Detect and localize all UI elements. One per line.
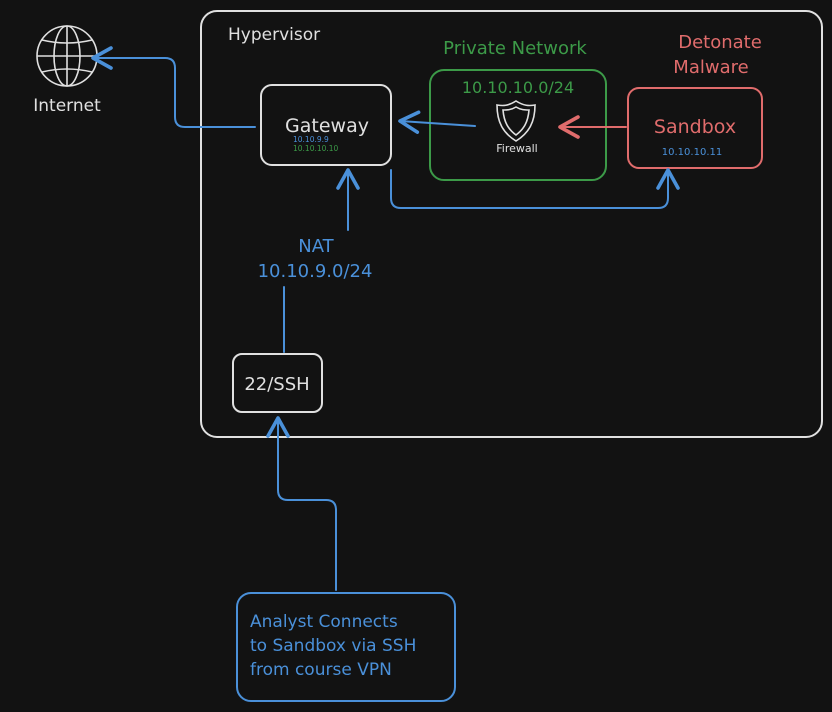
sandbox-ip: 10.10.10.11 [662, 147, 722, 158]
globe-icon [36, 25, 98, 87]
nat-label: NAT [298, 236, 334, 257]
analyst-box [236, 592, 456, 702]
sandbox-box [627, 87, 763, 169]
private-network-title: Private Network [443, 38, 587, 59]
ssh-node[interactable]: 22/SSH [232, 353, 323, 413]
gateway-label: Gateway [285, 115, 369, 137]
firewall-label: Firewall [496, 142, 537, 155]
gateway-private-ip: 10.10.10.10 [293, 144, 339, 153]
gateway-node[interactable]: Gateway 10.10.9.9 10.10.10.10 [260, 84, 392, 166]
hypervisor-label: Hypervisor [228, 25, 320, 45]
gateway-nat-ip: 10.10.9.9 [293, 135, 329, 144]
analyst-text-line2: to Sandbox via SSH [250, 636, 416, 656]
analyst-text-line3: from course VPN [250, 660, 392, 680]
hypervisor-box [200, 10, 823, 438]
gateway-to-internet-arrow [91, 46, 256, 128]
private-network-subnet: 10.10.10.0/24 [462, 78, 574, 97]
gateway-to-sandbox-arrow [390, 168, 680, 209]
analyst-to-ssh-arrow [266, 416, 337, 591]
private-network-node[interactable]: 10.10.10.0/24 Firewall [429, 69, 607, 181]
ssh-label: 22/SSH [244, 374, 309, 395]
analyst-text-line1: Analyst Connects [250, 612, 398, 632]
nat-subnet: 10.10.9.0/24 [258, 261, 373, 282]
sandbox-title-line2: Malware [673, 57, 748, 78]
analyst-node[interactable]: Analyst Connects to Sandbox via SSH from… [236, 592, 456, 702]
private-network-box [429, 69, 607, 181]
internet-label: Internet [33, 96, 101, 116]
sandbox-title-line1: Detonate [678, 32, 762, 53]
sandbox-label: Sandbox [654, 116, 736, 138]
shield-icon [496, 100, 536, 142]
ssh-box [232, 353, 323, 413]
gateway-box [260, 84, 392, 166]
firewall-to-gateway-arrow [398, 110, 476, 134]
sandbox-node[interactable]: Sandbox 10.10.10.11 [627, 87, 763, 169]
